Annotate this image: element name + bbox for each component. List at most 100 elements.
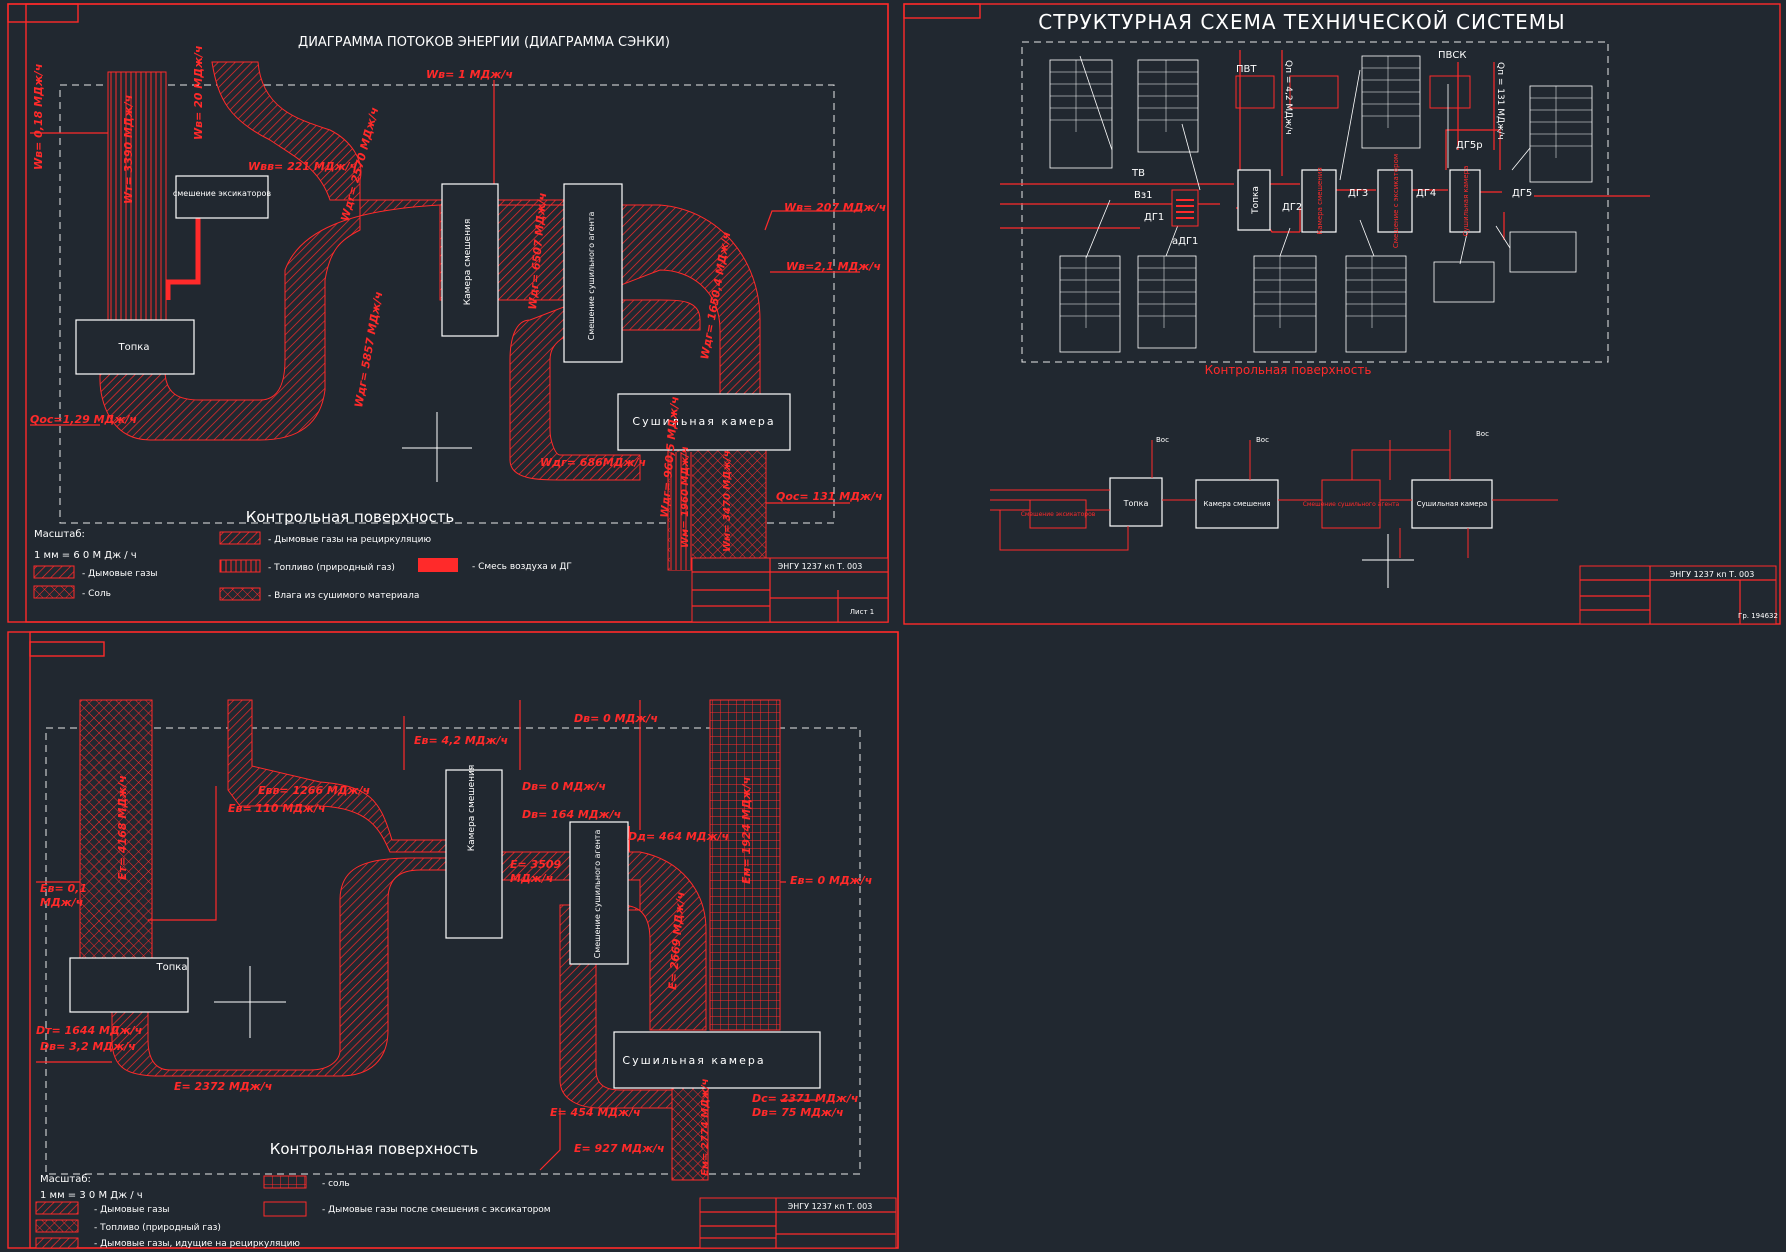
sheet-3-control-boundary	[45, 727, 861, 1175]
box-mixing-dryer	[563, 183, 623, 363]
sheet-2-control-boundary	[1021, 41, 1609, 363]
label-e454: Е= 454 МДж/ч	[550, 1106, 641, 1119]
sheet-3-stamp	[699, 1197, 897, 1249]
box-furnace-3	[69, 957, 189, 1013]
sheet-2-stamp-group: Гр. 194632	[1738, 612, 1778, 620]
small-box-chamber-label: Камера смешения	[1203, 500, 1270, 508]
label-e2774: Ем= 2774 МДж/ч	[700, 1078, 711, 1176]
legend-1-swatch-salt	[33, 585, 75, 599]
moisture-inner-flow	[670, 452, 692, 570]
stream-dg3: ДГ3	[1348, 188, 1368, 199]
legend-3-swatch-fuel	[35, 1219, 79, 1233]
stream-pvsk: ПВСК	[1438, 50, 1466, 61]
data-table	[1137, 59, 1199, 153]
label-e0: Ев= 0 МДж/ч	[790, 874, 872, 887]
label-w1: Wв= 1 МДж/ч	[426, 68, 513, 81]
box-dg1-heater-fill	[1176, 199, 1194, 219]
data-table	[1049, 59, 1113, 169]
sheet-1-inner-frame	[25, 3, 889, 623]
moisture-flow-3	[709, 699, 781, 1031]
sheet-1-title: ДИАГРАММА ПОТОКОВ ЭНЕРГИИ (ДИАГРАММА СЭН…	[298, 35, 670, 50]
sheet-3-corner-label	[29, 641, 105, 657]
legend-1-item-recirc: - Дымовые газы на рециркуляцию	[268, 535, 431, 545]
legend-3-item-gas: - Дымовые газы	[94, 1205, 170, 1215]
label-w3390: Wт= 3390 МДж/ч	[122, 95, 135, 204]
stream-vz1: Вз1	[1134, 190, 1153, 201]
sheet-2-data-tables	[1049, 55, 1593, 353]
label-w5857: Wдг= 5857 МДж/ч	[352, 291, 385, 409]
box-mixing-chamber-label: Камера смешения	[463, 219, 473, 306]
legend-3-swatch-mixed	[263, 1201, 307, 1217]
box-furnace-3-label: Топка	[156, 962, 188, 973]
legend-1-item-gas: - Дымовые газы	[82, 569, 158, 579]
data-table	[1361, 55, 1421, 149]
small-box-furnace-label: Топка	[1123, 499, 1149, 508]
legend-1-title: Масштаб:	[34, 529, 85, 540]
label-d32: Dв= 3,2 МДж/ч	[40, 1040, 136, 1053]
label-w3470: Wм= 3470 МДж/ч	[722, 450, 733, 552]
small-box-chamber	[1195, 479, 1279, 529]
label-e01b: МДж/ч	[40, 896, 83, 909]
legend-1-item-fuel: - Топливо (природный газ)	[268, 563, 395, 573]
label-d164: Dв= 164 МДж/ч	[522, 808, 621, 821]
sheet-1-control-boundary	[59, 84, 835, 524]
sheet-2-leader-lines	[1079, 55, 1531, 265]
small-box-ex	[1029, 499, 1087, 529]
legend-1-swatch-recirc	[219, 531, 261, 545]
legend-1-swatch-moisture	[219, 587, 261, 601]
data-table	[1433, 261, 1495, 303]
small-diagram-lines	[990, 430, 1558, 558]
small-out-1: Вос	[1156, 436, 1169, 444]
small-box-mix-dry	[1321, 479, 1381, 529]
small-out-2: Вос	[1256, 436, 1269, 444]
legend-1-swatch-gas	[33, 565, 75, 579]
stream-tv: ТВ	[1131, 168, 1145, 179]
small-box-furnace	[1109, 477, 1163, 527]
box-furnace-2-label: Топка	[1251, 186, 1261, 215]
label-d2371: Dс= 2371 МДж/ч	[752, 1092, 858, 1105]
stream-q131: Qп = 131 МДж/ч	[1495, 62, 1505, 140]
sheet-2-frame	[903, 3, 1781, 625]
legend-1-swatch-fuel	[219, 559, 261, 573]
sheet-1: ДИАГРАММА ПОТОКОВ ЭНЕРГИИ (ДИАГРАММА СЭН…	[7, 3, 889, 623]
small-box-dryer	[1411, 479, 1493, 529]
sheet-1-corner-label	[7, 3, 79, 23]
box-dryer-2-label: Сушильная камера	[1462, 166, 1470, 237]
data-table	[1289, 75, 1339, 109]
box-dg1-heater	[1171, 189, 1199, 227]
label-w221: Wвв= 221 МДж/ч	[248, 160, 357, 173]
stream-dg1: ДГ1	[1144, 212, 1164, 223]
box-mixing-ex-label: смешение эксикаторов	[173, 189, 272, 198]
stream-pvt: ПВТ	[1236, 64, 1257, 75]
legend-3-swatch-salt	[263, 1175, 307, 1189]
label-e1266: Евв= 1266 МДж/ч	[258, 784, 370, 797]
box-mixing-ex-2-label: Смешение с эксикатором	[1392, 154, 1400, 248]
label-w20: Wв= 20 МДж/ч	[192, 45, 205, 140]
data-table	[1235, 75, 1275, 109]
label-e4168: Ет= 4168 МДж/ч	[116, 775, 129, 880]
label-d1644: Dт= 1644 МДж/ч	[36, 1024, 142, 1037]
crosshair-2	[1362, 534, 1414, 588]
label-d75: Dв= 75 МДж/ч	[752, 1106, 844, 1119]
fuel-flow-3	[79, 699, 153, 959]
box-dryer	[617, 393, 791, 451]
sheet-1-stamp-code: ЭНГУ 1237 кп Т. 003	[778, 562, 863, 571]
data-table-grid	[1050, 56, 1592, 328]
label-q131: Qос= 131 МДж/ч	[776, 490, 883, 503]
small-box-ex-label: Смешение эксикаторов	[1021, 511, 1096, 518]
sheet-2-stamp-grid	[1580, 566, 1776, 624]
box-mixing-chamber-3	[445, 769, 503, 939]
label-w686: Wдг= 686МДж/ч	[540, 456, 646, 469]
box-dryer-2	[1449, 169, 1481, 233]
box-mixing-ex-2	[1377, 169, 1413, 233]
crosshair-3	[214, 966, 286, 1038]
box-furnace-label: Топка	[118, 342, 150, 353]
legend-1-item-mixture: - Смесь воздуха и ДГ	[472, 562, 572, 572]
label-e2372: Е= 2372 МДж/ч	[174, 1080, 272, 1093]
label-w21: Wв=2,1 МДж/ч	[786, 260, 881, 273]
label-e1924: Ем= 1924 МДж/ч	[740, 777, 753, 884]
label-w207: Wв= 207 МДж/ч	[784, 201, 886, 214]
data-table	[1429, 75, 1471, 109]
box-dryer-3-label: Сушильная камера	[622, 1054, 765, 1067]
